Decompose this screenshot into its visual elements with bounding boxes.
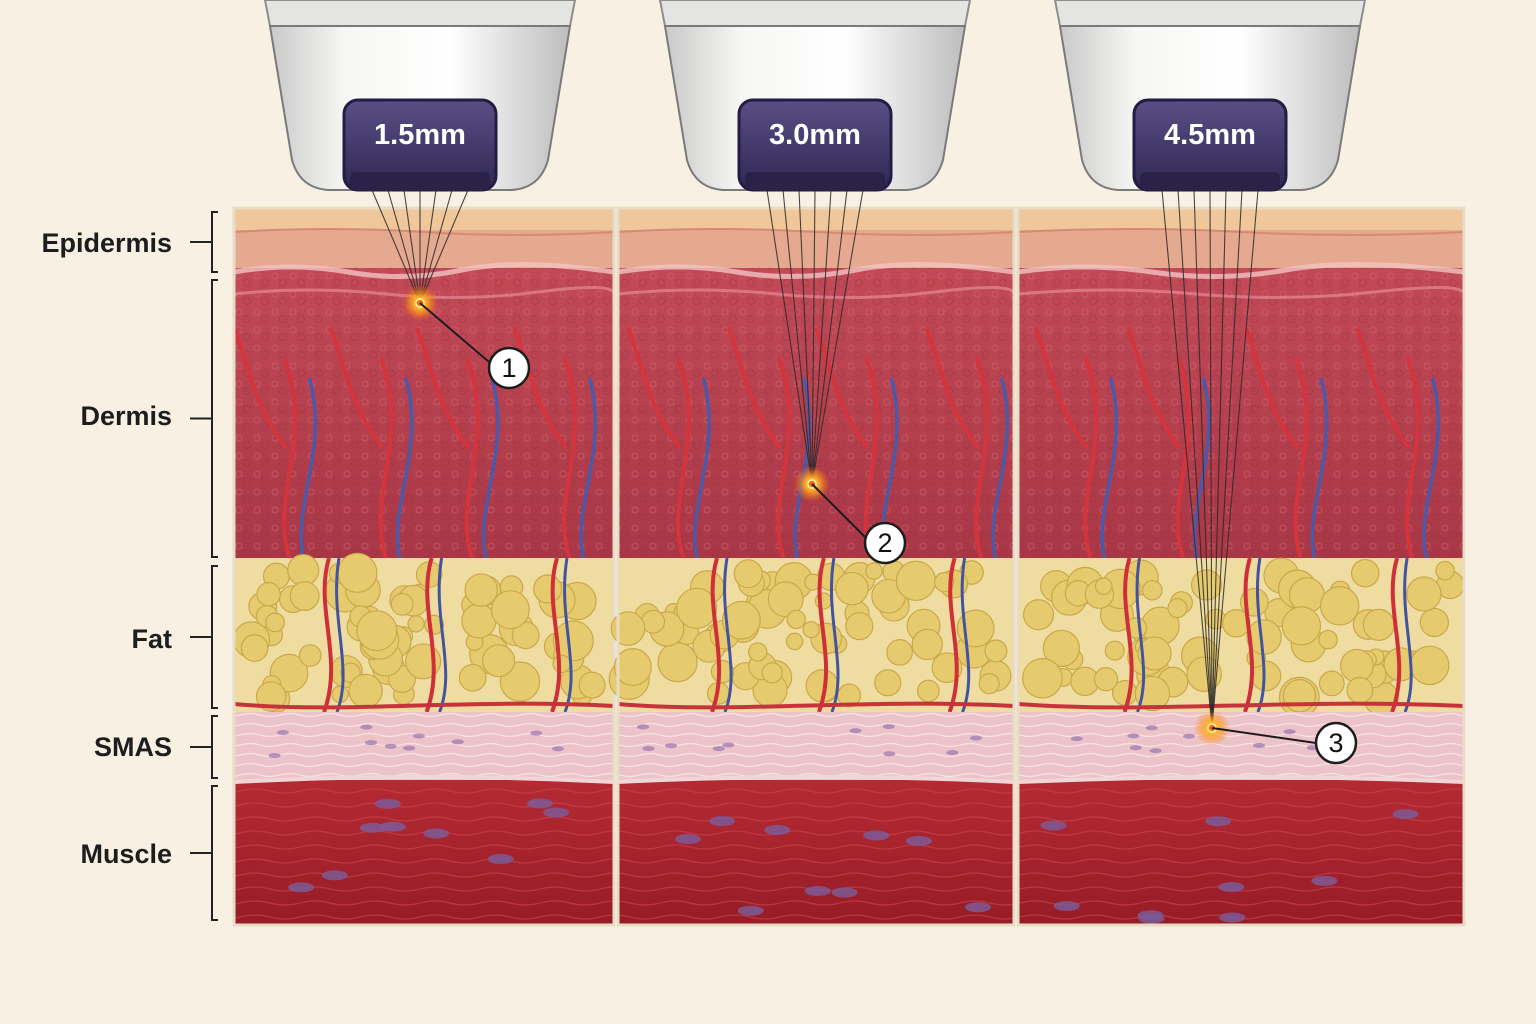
marker-leader-1 — [419, 302, 490, 363]
transducer-icon — [263, 0, 577, 192]
vein — [693, 377, 711, 559]
tissue-panel-2 — [608, 206, 1016, 927]
depth-label-1: 1.5mm — [374, 119, 466, 151]
artery — [1126, 327, 1191, 559]
beam-2 — [766, 189, 864, 485]
bracket-fat — [190, 565, 218, 709]
transducers — [263, 0, 1367, 192]
layer-label-epidermis: Epidermis — [41, 228, 172, 258]
marker-leader-2 — [811, 483, 866, 538]
layer-label-smas: SMAS — [93, 732, 172, 762]
marker-label-3: 3 — [1328, 728, 1344, 758]
marker-circle-3 — [1314, 721, 1358, 765]
beams — [371, 189, 1358, 765]
layer-label-muscle: Muscle — [80, 839, 172, 869]
vein — [1310, 377, 1329, 559]
artery — [328, 327, 394, 559]
vein — [991, 377, 1010, 559]
depth-label-3: 4.5mm — [1164, 119, 1256, 151]
bracket-dermis — [190, 279, 218, 558]
artery — [1033, 327, 1099, 559]
artery — [232, 327, 298, 559]
artery — [1243, 327, 1309, 559]
vein — [1100, 377, 1119, 559]
vein — [1422, 377, 1440, 559]
bracket-epidermis — [190, 211, 218, 273]
marker-leader-3 — [1211, 727, 1317, 744]
layer-label-fat: Fat — [131, 624, 173, 654]
marker-label-1: 1 — [501, 353, 517, 383]
vein — [299, 377, 318, 559]
bracket-smas — [190, 715, 218, 779]
layer-label-dermis: Dermis — [80, 401, 172, 431]
artery — [1355, 327, 1420, 559]
beam-3 — [1161, 189, 1259, 729]
beam-1 — [371, 189, 469, 304]
marker-label-2: 2 — [877, 528, 893, 558]
vein — [481, 377, 500, 559]
vein — [395, 377, 414, 559]
artery — [626, 327, 691, 559]
tissue-panel-3 — [1016, 206, 1466, 927]
bracket-muscle — [190, 785, 218, 921]
marker-circle-1 — [487, 346, 531, 390]
depth-label-2: 3.0mm — [769, 119, 861, 151]
vein — [579, 377, 598, 559]
artery — [512, 327, 578, 559]
transducer-icon — [1053, 0, 1367, 192]
artery — [415, 327, 480, 559]
layer-brackets — [190, 211, 218, 921]
artery — [924, 327, 990, 559]
artery — [726, 327, 792, 559]
transducer-icon — [658, 0, 972, 192]
marker-circle-2 — [863, 521, 907, 565]
